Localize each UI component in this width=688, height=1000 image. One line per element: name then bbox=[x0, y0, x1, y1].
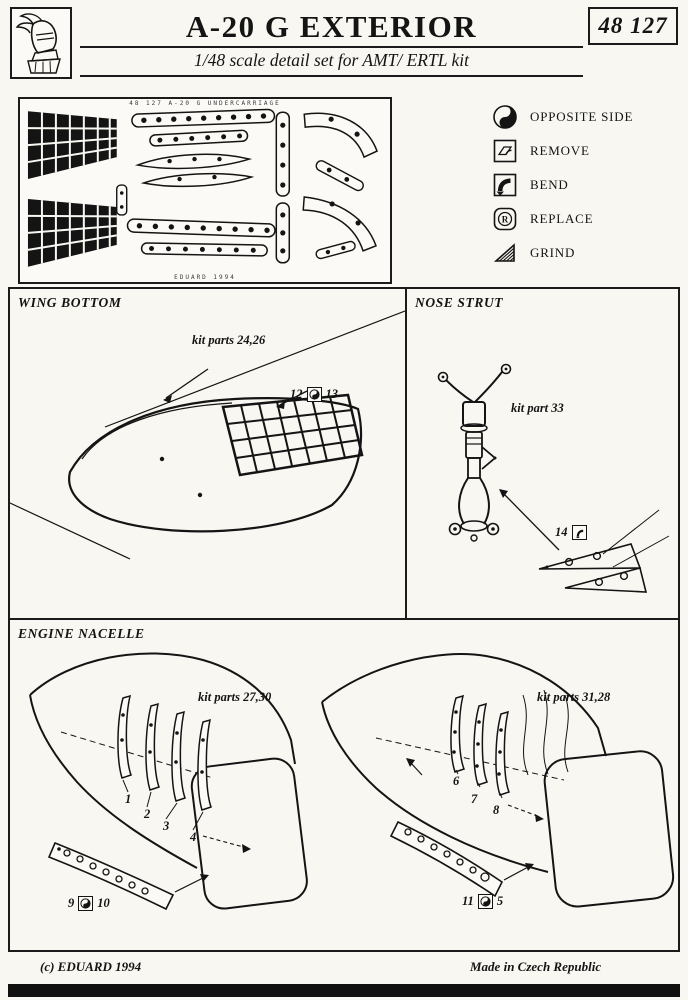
opposite-side-icon bbox=[493, 105, 517, 129]
part-number: 13 bbox=[325, 387, 339, 401]
wing-bottom-drawing bbox=[10, 310, 405, 560]
part-number: 1 bbox=[125, 792, 132, 806]
legend-item-remove: REMOVE bbox=[492, 138, 682, 164]
opposite-side-icon bbox=[78, 896, 94, 911]
header-rule-top bbox=[80, 46, 583, 48]
symbol-legend: OPPOSITE SIDE REMOVE BEND R RE bbox=[492, 104, 682, 274]
engine-nacelle-left-drawing bbox=[29, 652, 308, 911]
part-number: 2 bbox=[144, 807, 151, 821]
photo-etch-fret: 48 127 A-20 G UNDERCARRIAGE EDUARD 1994 bbox=[18, 97, 392, 284]
fret-top-label: 48 127 A-20 G UNDERCARRIAGE bbox=[129, 100, 281, 107]
kit-parts-label: kit parts 27,30 bbox=[198, 690, 272, 704]
part-number: 5 bbox=[496, 894, 504, 908]
panel-wing-bottom: WING BOTTOM kit parts 2 bbox=[10, 289, 407, 620]
kit-parts-label: kit parts 31,28 bbox=[537, 690, 611, 704]
legend-item-grind: GRIND bbox=[492, 240, 682, 266]
part-number: 11 bbox=[462, 894, 474, 908]
nose-strut-drawing bbox=[437, 363, 670, 593]
opposite-side-icon bbox=[477, 894, 493, 909]
opposite-side-icon bbox=[306, 387, 322, 402]
header-rule-bottom bbox=[80, 75, 583, 77]
legend-item-opposite-side: OPPOSITE SIDE bbox=[492, 104, 682, 130]
footer-copyright: (c) EDUARD 1994 bbox=[40, 959, 142, 974]
legend-item-bend: BEND bbox=[492, 172, 682, 198]
legend-label: GRIND bbox=[530, 245, 576, 260]
legend-label: REPLACE bbox=[530, 211, 594, 226]
remove-icon bbox=[493, 139, 517, 163]
bend-icon bbox=[571, 525, 587, 540]
part-number: 6 bbox=[453, 774, 460, 788]
footer-origin: Made in Czech Republic bbox=[470, 959, 602, 974]
fret-bottom-label: EDUARD 1994 bbox=[174, 274, 236, 281]
replace-icon: R bbox=[493, 207, 517, 231]
fret-drawing bbox=[26, 108, 378, 268]
panel-title: WING BOTTOM bbox=[18, 295, 122, 310]
grind-icon bbox=[493, 243, 515, 262]
svg-text:R: R bbox=[502, 214, 509, 224]
knight-logo-drawing bbox=[15, 13, 61, 74]
part-callout: 12 13 bbox=[290, 387, 338, 402]
part-callout: 14 bbox=[555, 525, 587, 540]
legend-label: BEND bbox=[530, 177, 569, 192]
page-subtitle: 1/48 scale detail set for AMT/ ERTL kit bbox=[194, 50, 469, 70]
part-number: 12 bbox=[290, 387, 303, 401]
part-number: 14 bbox=[555, 525, 568, 539]
engine-nacelle-right-drawing bbox=[321, 653, 675, 908]
diagram-panels: WING BOTTOM kit parts 2 bbox=[8, 287, 680, 952]
part-number: 9 bbox=[68, 896, 75, 910]
eduard-knight-logo bbox=[10, 7, 72, 79]
header: A-20 G EXTERIOR 1/48 scale detail set fo… bbox=[80, 10, 583, 77]
legend-label: REMOVE bbox=[530, 143, 590, 158]
panel-nose-strut: NOSE STRUT bbox=[407, 289, 678, 620]
part-number: 3 bbox=[163, 819, 170, 833]
page-title: A-20 G EXTERIOR bbox=[185, 9, 478, 44]
part-callout: 9 10 bbox=[68, 896, 110, 911]
panel-title: NOSE STRUT bbox=[415, 295, 504, 310]
kit-parts-label: kit parts 24,26 bbox=[192, 333, 266, 347]
legend-item-replace: R REPLACE bbox=[492, 206, 682, 232]
part-number: 7 bbox=[471, 792, 478, 806]
part-number: 10 bbox=[97, 896, 110, 910]
bend-icon bbox=[493, 173, 517, 197]
legend-label: OPPOSITE SIDE bbox=[530, 109, 634, 124]
panel-engine-nacelle: ENGINE NACELLE bbox=[10, 620, 678, 950]
part-number: 8 bbox=[493, 803, 500, 817]
kit-number: 48 127 bbox=[598, 13, 668, 38]
panel-title: ENGINE NACELLE bbox=[18, 626, 145, 641]
part-callout: 11 5 bbox=[462, 894, 503, 909]
part-number: 4 bbox=[190, 830, 197, 844]
kit-number-badge: 48 127 bbox=[588, 7, 678, 45]
kit-parts-label: kit part 33 bbox=[511, 401, 564, 415]
footer-bar bbox=[8, 984, 680, 997]
